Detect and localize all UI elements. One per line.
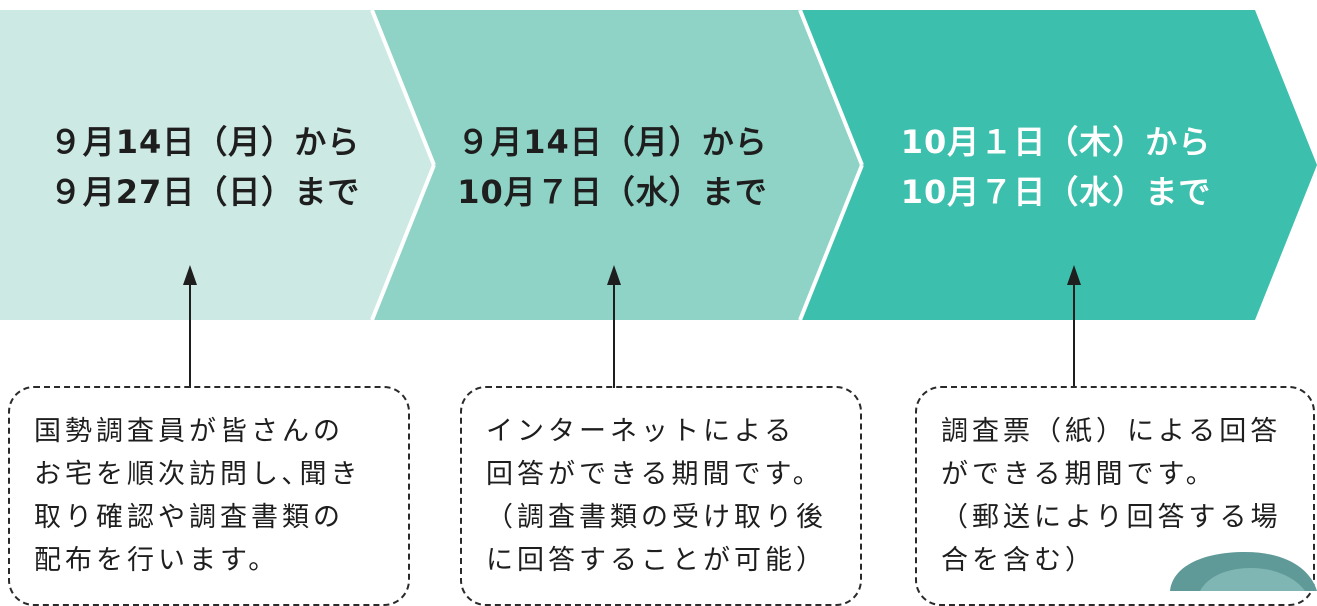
note-3-line-2: ができる期間です。 <box>941 459 1217 490</box>
arrow-up-icon <box>607 265 621 285</box>
stage-2-chevron <box>372 10 862 320</box>
note-2-line-1: インターネットによる <box>486 416 796 447</box>
note-1-line-1: 国勢調査員が皆さんの <box>34 416 344 447</box>
note-2-line-4: に回答することが可能） <box>486 545 827 576</box>
note-3-line-4: 合を含む） <box>941 545 1096 576</box>
period-1-label: ９月14日（月）から ９月27日（日）まで <box>15 112 395 222</box>
period-3-start: 10月１日（木）から <box>900 123 1212 161</box>
note-1-line-2: お宅を順次訪問し､聞き <box>34 459 362 490</box>
person-hair-icon <box>1170 552 1317 591</box>
period-2-label: ９月14日（月）から 10月７日（水）まで <box>440 112 785 222</box>
period-1-end: ９月27日（日）まで <box>49 173 361 211</box>
arrow-up-icon <box>183 265 197 285</box>
period-2-end: 10月７日（水）まで <box>457 173 768 211</box>
note-census-visit: 国勢調査員が皆さんの お宅を順次訪問し､聞き 取り確認や調査書類の 配布を行いま… <box>8 386 410 606</box>
period-1-start: ９月14日（月）から <box>49 123 361 161</box>
note-3-line-3: （郵送により回答する場 <box>941 502 1282 533</box>
period-3-label: 10月１日（木）から 10月７日（水）まで <box>866 112 1246 222</box>
stage-3-chevron <box>800 10 1317 320</box>
timeline-chevrons <box>0 9 1317 321</box>
note-1-line-3: 取り確認や調査書類の <box>34 502 344 533</box>
note-2-line-2: 回答ができる期間です。 <box>486 459 824 490</box>
stage-1-chevron <box>0 10 434 320</box>
note-2-line-3: （調査書類の受け取り後 <box>486 502 827 533</box>
note-3-line-1: 調査票（紙）による回答 <box>941 416 1282 447</box>
connector-line <box>1073 283 1075 388</box>
note-paper-answer: 調査票（紙）による回答 ができる期間です。 （郵送により回答する場 合を含む） <box>915 386 1315 606</box>
period-2-start: ９月14日（月）から <box>457 123 768 161</box>
connector-line <box>189 283 191 388</box>
period-3-end: 10月７日（水）まで <box>900 173 1212 211</box>
connector-line <box>613 283 615 388</box>
note-1-line-4: 配布を行います。 <box>34 545 280 576</box>
note-internet-answer: インターネットによる 回答ができる期間です。 （調査書類の受け取り後 に回答する… <box>460 386 862 606</box>
arrow-up-icon <box>1067 265 1081 285</box>
